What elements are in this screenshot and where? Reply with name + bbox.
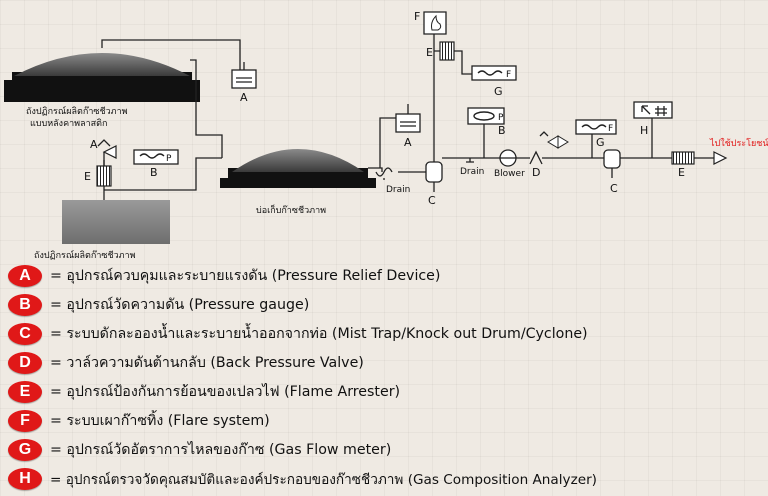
- digester-tank: [62, 200, 170, 244]
- legend-text-h: = อุปกรณ์ตรวจวัดคุณสมบัติและองค์ประกอบขอ…: [50, 472, 597, 488]
- biogas-system-diagram: ถังปฏิกรณ์ผลิตก๊าซชีวภาพ แบบหลังคาพลาสติ…: [4, 10, 768, 261]
- label-h: H: [640, 124, 648, 137]
- mist-trap-c-right: [603, 149, 621, 178]
- pipe-c-h: [620, 118, 672, 159]
- legend-row-f: F = ระบบเผาก๊าซทิ้ง (Flare system): [8, 407, 270, 435]
- pipe-plastic-digester-a: [101, 39, 241, 80]
- label-c-right: C: [610, 182, 618, 195]
- legend-badge-c: C: [8, 323, 42, 345]
- pipe-plastic-digester-storage: [190, 59, 223, 158]
- legend-row-a: A = อุปกรณ์ควบคุมและระบายแรงดัน (Pressur…: [8, 262, 440, 290]
- gas-storage-label: บ่อเก็บก๊าซชีวภาพ: [256, 203, 326, 216]
- valve-symbol: [539, 131, 569, 149]
- legend-text-f: = ระบบเผาก๊าซทิ้ง (Flare system): [50, 413, 270, 429]
- legend-row-c: C = ระบบดักละอองน้ำและระบายน้ำออกจากท่อ …: [8, 320, 588, 348]
- drain-label-left: Drain: [386, 185, 410, 195]
- label-b-left: B: [150, 166, 158, 179]
- label-g-right: G: [596, 136, 605, 149]
- label-d: D: [532, 166, 540, 179]
- gas-storage-pond: [220, 149, 376, 188]
- outlet-arrow-icon: [713, 151, 728, 165]
- label-e-left: E: [84, 170, 91, 183]
- plastic-roof-digester: [4, 53, 200, 102]
- mist-trap-c-left: [425, 161, 443, 192]
- pressure-gauge-b-right: [467, 107, 505, 125]
- legend-row-g: G = อุปกรณ์วัดอัตราการไหลของก๊าซ (Gas Fl…: [8, 436, 391, 464]
- label-f-meter-top: F: [506, 70, 511, 80]
- gas-flow-meter-g-top: [471, 65, 517, 81]
- legend-text-b: = อุปกรณ์วัดความดัน (Pressure gauge): [50, 297, 310, 313]
- legend-row-h: H = อุปกรณ์ตรวจวัดคุณสมบัติและองค์ประกอบ…: [8, 465, 597, 493]
- label-b-right: B: [498, 124, 506, 137]
- label-c-left: C: [428, 194, 436, 207]
- label-a-top: A: [240, 91, 248, 104]
- label-p-right: P: [498, 113, 504, 123]
- legend-badge-d: D: [8, 352, 42, 374]
- label-e-right: E: [678, 166, 685, 179]
- flame-arrester-e-left: [96, 165, 112, 187]
- legend-row-b: B = อุปกรณ์วัดความดัน (Pressure gauge): [8, 291, 309, 319]
- legend-text-c: = ระบบดักละอองน้ำและระบายน้ำออกจากท่อ (M…: [50, 326, 588, 342]
- label-f-meter-right: F: [608, 124, 613, 134]
- legend-row-d: D = วาล์วความดันต้านกลับ (Back Pressure …: [8, 349, 364, 377]
- legend-badge-g: G: [8, 439, 42, 461]
- legend-badge-a: A: [8, 265, 42, 287]
- label-e-top: E: [426, 46, 433, 59]
- legend-badge-e: E: [8, 381, 42, 403]
- blower-label: Blower: [494, 169, 525, 179]
- to-use-label: ไปใช้ประโยชน์: [709, 137, 768, 149]
- plastic-digester-label-2: แบบหลังคาพลาสติก: [30, 118, 107, 129]
- gas-composition-analyzer-h: [633, 101, 673, 119]
- label-p-left: P: [166, 154, 172, 164]
- pipe-storage-out: [368, 167, 383, 172]
- label-g-top: G: [494, 85, 503, 98]
- pipe-to-a-right: [379, 117, 396, 168]
- label-a-right: A: [404, 136, 412, 149]
- back-pressure-valve-d: [529, 150, 543, 165]
- gas-flow-meter-g-right: [575, 119, 617, 135]
- plastic-digester-label: ถังปฏิกรณ์ผลิตก๊าซชีวภาพ: [26, 105, 128, 117]
- pressure-relief-device-a-right: [395, 104, 421, 133]
- flame-arrester-e-right: [671, 151, 695, 165]
- label-a-left: A: [90, 138, 98, 151]
- blower: [499, 149, 517, 167]
- label-f: F: [414, 10, 420, 23]
- pipe-digester-storage: [104, 157, 222, 191]
- digester-label: ถังปฏิกรณ์ผลิตก๊าซชีวภาพ: [34, 249, 136, 261]
- legend-badge-f: F: [8, 410, 42, 432]
- drain-trap-left: [375, 167, 393, 180]
- flare-system-f: [423, 11, 447, 35]
- drain-label-right: Drain: [460, 167, 484, 177]
- pressure-relief-device-a-top: [231, 62, 257, 89]
- legend-text-a: = อุปกรณ์ควบคุมและระบายแรงดัน (Pressure …: [50, 268, 441, 284]
- drain-right: [466, 158, 474, 163]
- legend-text-g: = อุปกรณ์วัดอัตราการไหลของก๊าซ (Gas Flow…: [50, 442, 392, 458]
- pressure-relief-valve-a-left: [97, 139, 117, 166]
- legend-badge-h: H: [8, 468, 42, 490]
- legend-row-e: E = อุปกรณ์ป้องกันการย้อนของเปลวไฟ (Flam…: [8, 378, 400, 406]
- legend-badge-b: B: [8, 294, 42, 316]
- pressure-gauge-b-left: [133, 149, 179, 165]
- legend-text-d: = วาล์วความดันต้านกลับ (Back Pressure Va…: [50, 355, 364, 371]
- legend-text-e: = อุปกรณ์ป้องกันการย้อนของเปลวไฟ (Flame …: [50, 384, 401, 400]
- pipe-e-g: [434, 50, 472, 75]
- flame-arrester-e-top: [439, 41, 455, 61]
